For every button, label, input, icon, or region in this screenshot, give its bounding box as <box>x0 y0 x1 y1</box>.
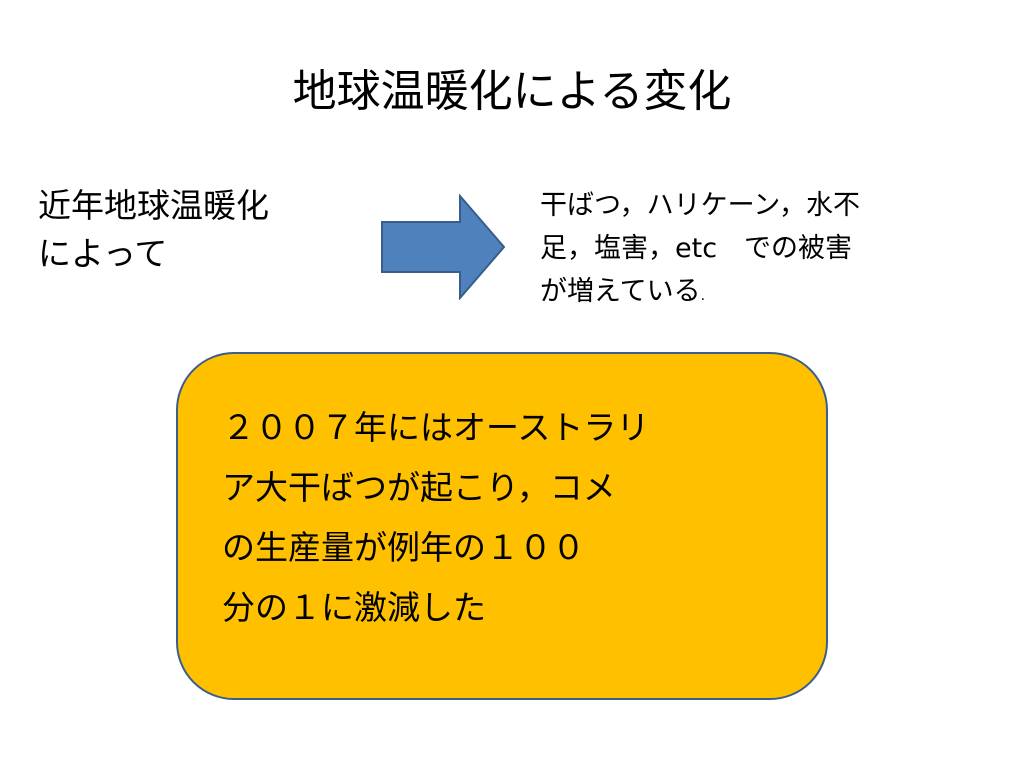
effect-line-2: 足，塩害，etc での被害 <box>540 233 853 264</box>
effect-line-1: 干ばつ，ハリケーン，水不 <box>540 190 860 221</box>
callout-box: ２００７年にはオーストラリ ア大干ばつが起こり，コメ の生産量が例年の１００ 分… <box>176 352 828 700</box>
cause-line-2: によって <box>38 234 168 273</box>
slide-title: 地球温暖化による変化 <box>292 66 732 117</box>
cause-text: 近年地球温暖化 によって <box>38 182 368 278</box>
callout-line-2: ア大干ばつが起こり，コメ <box>222 468 616 507</box>
effect-line-3-wrap: が増えている. <box>540 270 980 318</box>
callout-text: ２００７年にはオーストラリ ア大干ばつが起こり，コメ の生産量が例年の１００ 分… <box>222 398 649 638</box>
effect-line-3: が増えている <box>540 276 701 307</box>
callout-line-1: ２００７年にはオーストラリ <box>222 408 650 447</box>
callout-line-4: 分の１に激減した <box>222 588 486 627</box>
arrow-shape <box>381 194 506 300</box>
callout-line-3: の生産量が例年の１００ <box>222 528 585 567</box>
effect-text: 干ばつ，ハリケーン，水不 足，塩害，etc での被害 が増えている. <box>540 184 980 318</box>
right-arrow-icon <box>381 194 506 300</box>
cause-line-1: 近年地球温暖化 <box>38 186 269 225</box>
effect-period: . <box>700 288 706 304</box>
